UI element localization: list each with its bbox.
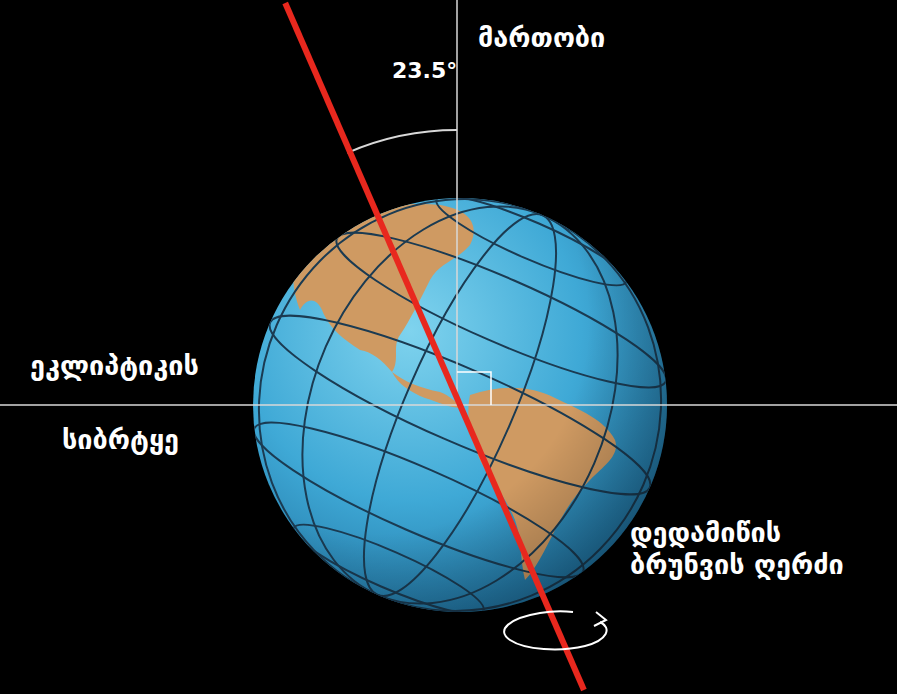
ecliptic-line <box>0 404 897 406</box>
perpendicular-label: მართობი <box>478 22 605 54</box>
rotation-arrow <box>504 611 606 649</box>
angle-label: 23.5° <box>392 58 457 84</box>
right-angle-mark <box>457 372 491 405</box>
plane-label: სიბრტყე <box>62 424 179 456</box>
axis-label: დედამიწის ბრუნვის ღერძი <box>630 517 860 582</box>
angle-arc <box>347 130 457 153</box>
rotation-axis <box>285 3 584 690</box>
ecliptic-label: ეკლიპტიკის <box>30 350 199 382</box>
rotation-arrowhead <box>594 612 606 626</box>
